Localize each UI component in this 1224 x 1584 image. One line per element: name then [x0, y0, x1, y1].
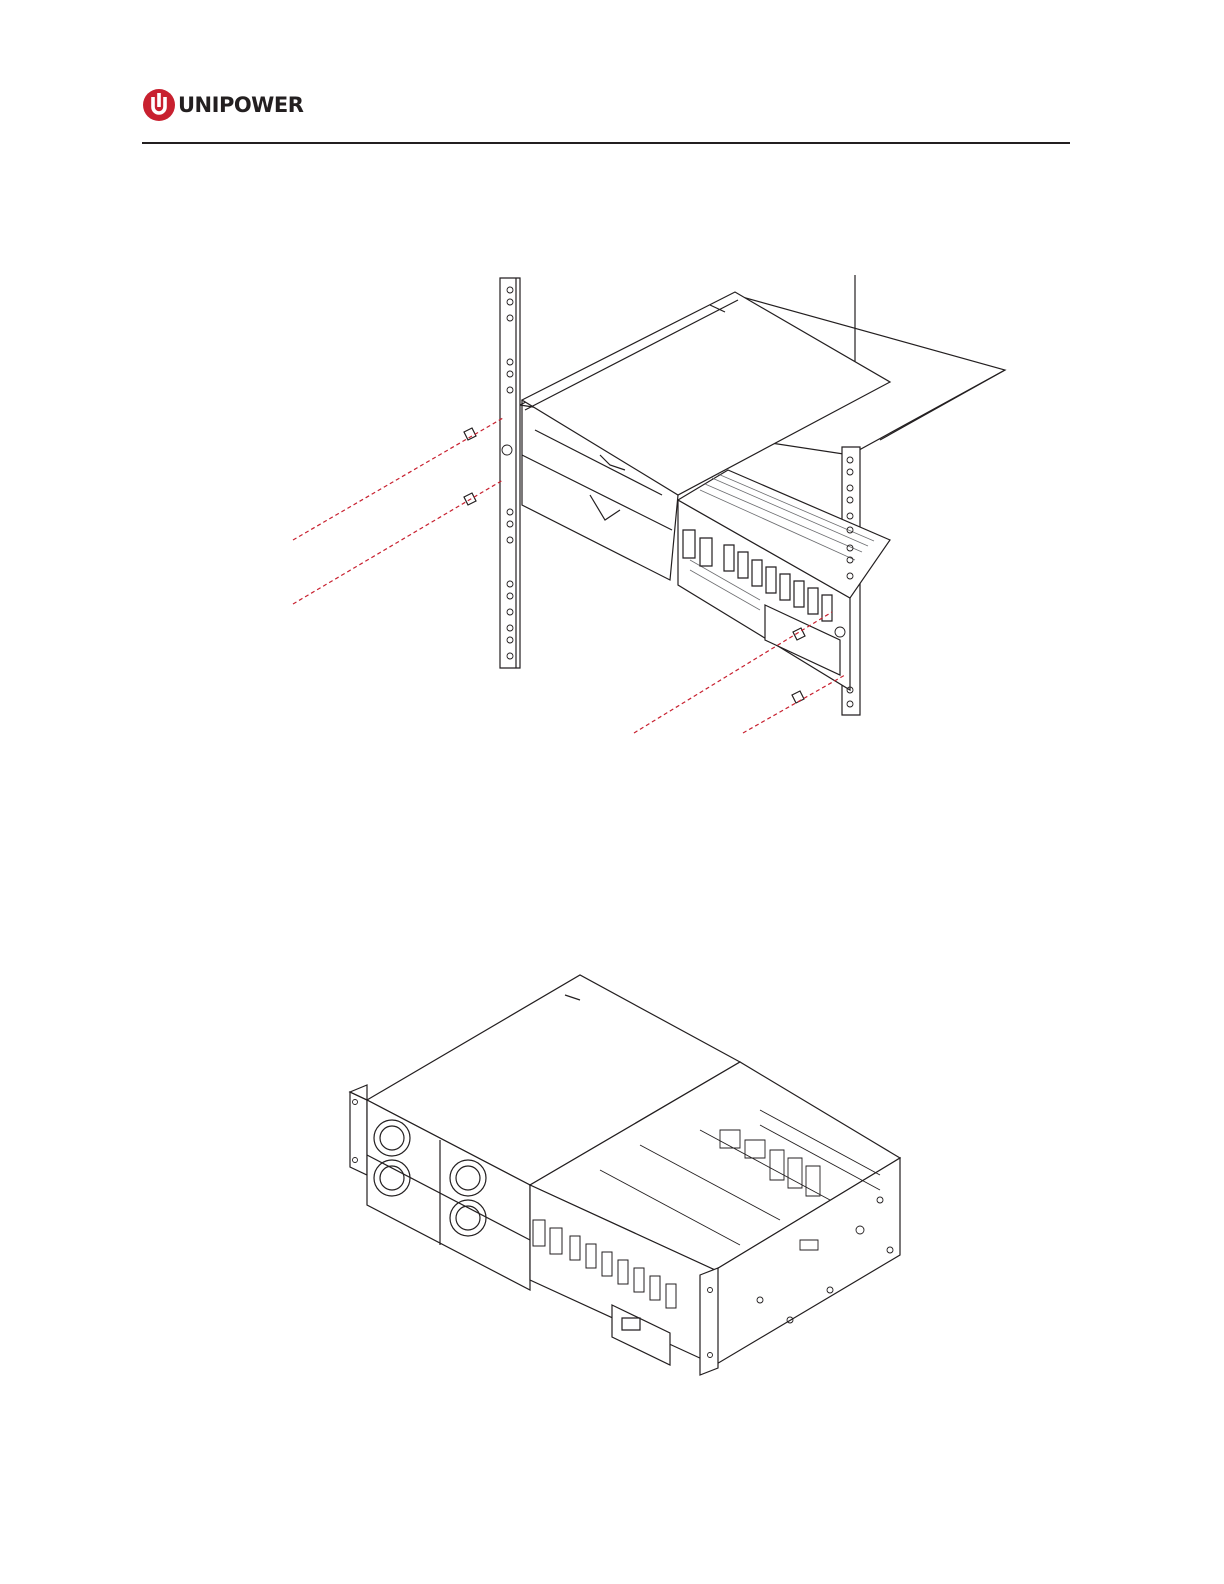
power-shelf-illustration: [0, 0, 1224, 1584]
